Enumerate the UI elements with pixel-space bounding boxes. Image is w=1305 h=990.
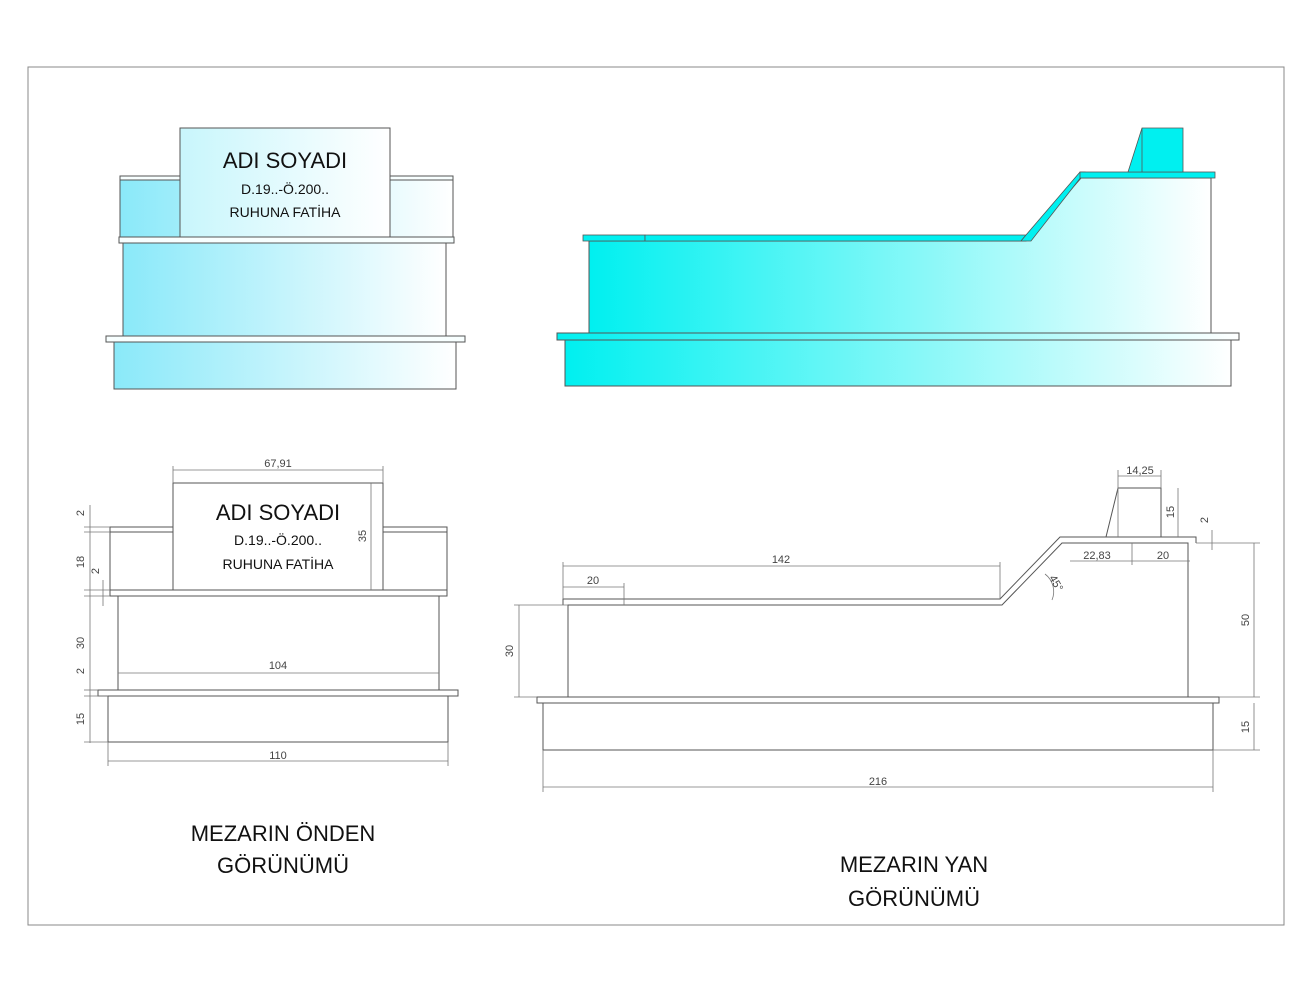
- plate-name-text: ADI SOYADI: [223, 148, 347, 173]
- dim-upper-height: 18: [75, 556, 87, 568]
- dim-base-width: 110: [269, 750, 287, 762]
- front-view-colored: ADI SOYADI D.19..-Ö.200.. RUHUNA FATİHA: [105, 127, 466, 390]
- dim-side-base-height: 15: [1240, 721, 1252, 733]
- side-view-colored: [556, 127, 1240, 387]
- dim-lid-length: 142: [772, 554, 790, 566]
- dim-step-width: 22,83: [1083, 550, 1111, 562]
- dim-lid-front: 20: [587, 575, 599, 587]
- front-body-cap: [118, 236, 455, 244]
- front-headstone-plate: [179, 127, 391, 238]
- front-tech-base-cap: [97, 689, 459, 697]
- drawing-frame: [27, 66, 1285, 926]
- side-caption-line2: GÖRÜNÜMÜ: [848, 886, 980, 911]
- tech-plate-prayer-text: RUHUNA FATİHA: [223, 555, 335, 572]
- side-base-cap: [556, 332, 1240, 341]
- front-caption-line2: GÖRÜNÜMÜ: [217, 853, 349, 878]
- dim-base-gap: 2: [75, 668, 87, 674]
- side-body: [588, 177, 1212, 334]
- dim-total-height: 50: [1240, 614, 1252, 626]
- tech-plate-dates-text: D.19..-Ö.200..: [234, 531, 322, 548]
- dim-body-height: 30: [75, 637, 87, 649]
- side-tech-base-cap: [536, 696, 1220, 704]
- dim-top-width: 14,25: [1126, 465, 1154, 477]
- dim-cap-thickness: 2: [75, 510, 87, 516]
- side-tech-headstone: [1105, 487, 1162, 538]
- side-headstone: [1127, 127, 1184, 173]
- dim-plate-width: 67,91: [264, 458, 292, 470]
- front-view-technical: ADI SOYADI D.19..-Ö.200.. RUHUNA FATİHA …: [75, 458, 459, 766]
- dim-total-length: 216: [869, 776, 887, 788]
- front-tech-body: [117, 595, 440, 691]
- dim-top-height: 15: [1165, 506, 1177, 518]
- side-tech-base: [542, 702, 1214, 751]
- dim-side-body-height: 30: [504, 645, 516, 657]
- side-base: [564, 339, 1232, 387]
- side-caption-line1: MEZARIN YAN: [840, 852, 988, 877]
- front-body: [122, 241, 447, 337]
- front-caption-line1: MEZARIN ÖNDEN: [191, 821, 376, 846]
- dim-upper-gap: 2: [90, 568, 102, 574]
- side-top-step: [1079, 171, 1216, 179]
- front-base-cap: [105, 335, 466, 343]
- dim-body-width: 104: [269, 660, 287, 672]
- side-slope: [1020, 171, 1086, 242]
- tech-plate-name-text: ADI SOYADI: [216, 500, 340, 525]
- dim-top-gap: 2: [1199, 517, 1211, 523]
- front-base: [113, 340, 457, 390]
- side-view-technical: 14,25 15 2 22,83 20 142 20 45° 30 50 15 …: [504, 465, 1260, 792]
- dim-base-height: 15: [75, 713, 87, 725]
- dim-step-end: 20: [1157, 550, 1169, 562]
- front-tech-body-cap: [109, 589, 448, 597]
- side-lid-front: [582, 234, 646, 242]
- dim-angle: 45°: [1046, 573, 1065, 593]
- side-lid: [644, 234, 1027, 242]
- plate-dates-text: D.19..-Ö.200..: [241, 180, 329, 197]
- dim-plate-height: 35: [357, 530, 369, 542]
- front-tech-plate: [172, 482, 384, 591]
- front-tech-base: [107, 695, 449, 743]
- plate-prayer-text: RUHUNA FATİHA: [230, 203, 342, 220]
